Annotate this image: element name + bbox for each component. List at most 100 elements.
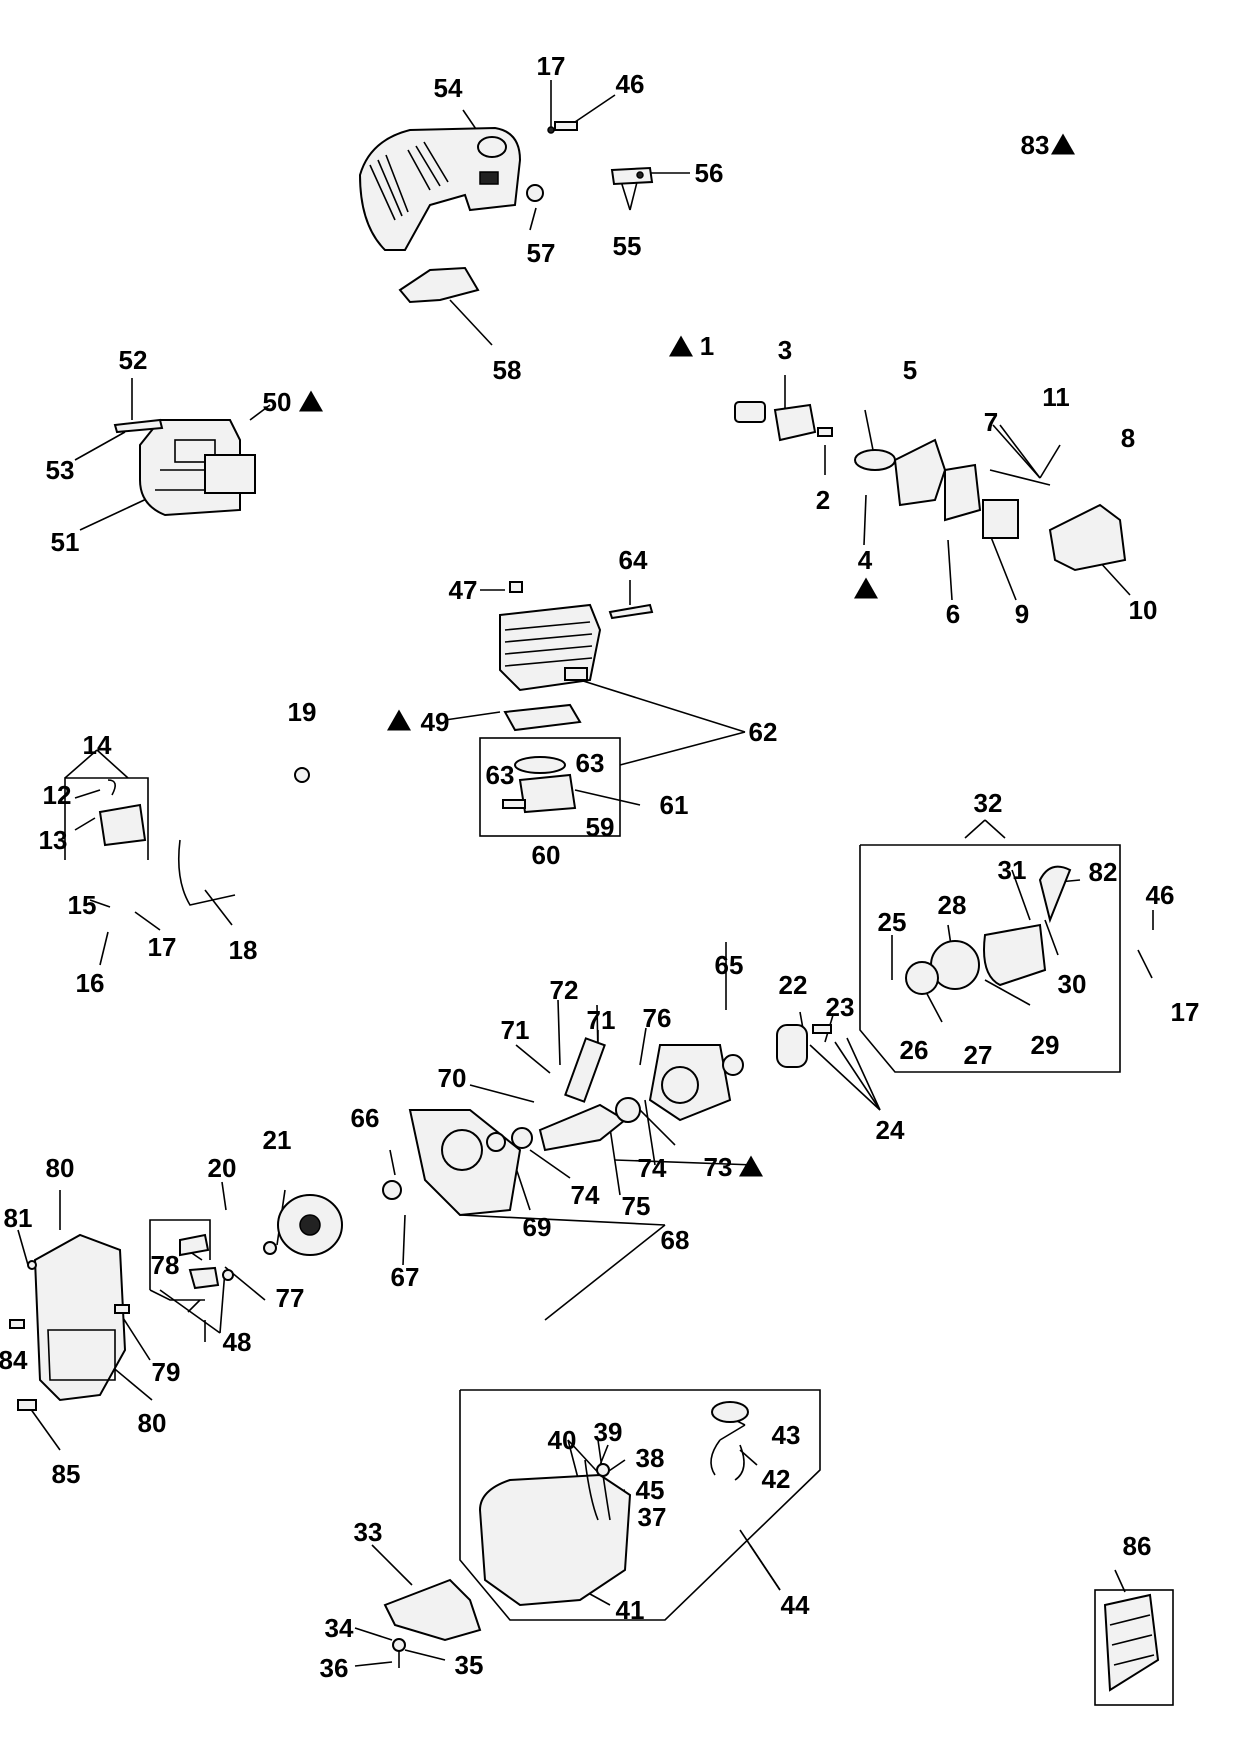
- callout-19: 19: [287, 697, 317, 727]
- callout-60: 60: [531, 840, 561, 870]
- callout-52: 52: [118, 345, 148, 375]
- callout-79: 79: [151, 1357, 181, 1387]
- callout-53: 53: [45, 455, 75, 485]
- callout-69: 69: [522, 1212, 552, 1242]
- callout-32: 32: [973, 788, 1003, 818]
- callout-20: 20: [207, 1153, 237, 1183]
- callout-45: 45: [635, 1475, 665, 1505]
- callout-36: 36: [319, 1653, 349, 1683]
- callout-14: 14: [82, 730, 112, 760]
- callout-59: 59: [585, 812, 615, 842]
- callout-27: 27: [963, 1040, 993, 1070]
- callout-73: 73: [703, 1152, 733, 1182]
- screw-top-part: [547, 121, 578, 134]
- guard-33-part: [383, 1578, 482, 1642]
- callout-10: 10: [1128, 595, 1158, 625]
- callout-22: 22: [778, 970, 808, 1000]
- bracket-55-part: [610, 166, 654, 186]
- callout-85: 85: [51, 1459, 81, 1489]
- callout-33: 33: [353, 1517, 383, 1547]
- callout-34: 34: [324, 1613, 354, 1643]
- callout-80-bottom: 80: [137, 1408, 167, 1438]
- callout-46-right: 46: [1145, 880, 1175, 910]
- triangle-marker-icon: [1051, 133, 1075, 155]
- callout-63-left: 63: [485, 760, 515, 790]
- callout-21: 21: [262, 1125, 292, 1155]
- callout-28: 28: [937, 890, 967, 920]
- callout-75: 75: [621, 1191, 651, 1221]
- callout-80-top: 80: [45, 1153, 75, 1183]
- callout-17-ignition: 17: [147, 932, 177, 962]
- callout-25: 25: [877, 907, 907, 937]
- engine-cover-part: [358, 126, 522, 251]
- callout-74-left: 74: [570, 1180, 600, 1210]
- callout-83: 83: [1020, 130, 1050, 160]
- callout-51: 51: [50, 527, 80, 557]
- callout-70: 70: [437, 1063, 467, 1093]
- callout-49: 49: [420, 707, 450, 737]
- callout-7: 7: [983, 407, 999, 437]
- callout-43: 43: [771, 1420, 801, 1450]
- callout-3: 3: [777, 335, 793, 365]
- callout-50: 50: [262, 387, 292, 417]
- callout-71-right: 71: [586, 1005, 616, 1035]
- triangle-marker-icon: [739, 1155, 763, 1177]
- callout-84: 84: [0, 1345, 28, 1375]
- callout-16: 16: [75, 968, 105, 998]
- callout-4: 4: [857, 545, 873, 575]
- callout-39: 39: [593, 1417, 623, 1447]
- tank-kit-frame: [459, 1389, 821, 1621]
- callout-42: 42: [761, 1464, 791, 1494]
- callout-81: 81: [3, 1203, 33, 1233]
- callout-62: 62: [748, 717, 778, 747]
- callout-74-right: 74: [637, 1153, 667, 1183]
- callout-47: 47: [448, 575, 478, 605]
- callout-56: 56: [694, 158, 724, 188]
- crankcase-part: [382, 1024, 832, 1217]
- callout-65: 65: [714, 950, 744, 980]
- callout-54: 54: [433, 73, 463, 103]
- callout-46: 46: [615, 69, 645, 99]
- callout-29: 29: [1030, 1030, 1060, 1060]
- screw-34-part: [392, 1638, 406, 1668]
- callout-71-left: 71: [500, 1015, 530, 1045]
- callout-24: 24: [875, 1115, 905, 1145]
- callout-12: 12: [42, 780, 72, 810]
- triangle-marker-icon: [669, 335, 693, 357]
- callout-1: 1: [699, 331, 715, 361]
- callout-23: 23: [825, 992, 855, 1022]
- callout-82: 82: [1088, 857, 1118, 887]
- callout-66: 66: [350, 1103, 380, 1133]
- callout-67: 67: [390, 1262, 420, 1292]
- ignition-kit-frame: [64, 777, 149, 860]
- callout-58: 58: [492, 355, 522, 385]
- callout-26: 26: [899, 1035, 929, 1065]
- callout-35: 35: [454, 1650, 484, 1680]
- callout-55: 55: [612, 231, 642, 261]
- triangle-marker-icon: [387, 709, 411, 731]
- callout-64: 64: [618, 545, 648, 575]
- leader-lines: [17, 80, 1154, 1667]
- triangle-marker-icon: [854, 577, 878, 599]
- callout-41: 41: [615, 1595, 645, 1625]
- nut-57-part: [526, 184, 544, 202]
- callout-15: 15: [67, 890, 97, 920]
- callout-57: 57: [526, 238, 556, 268]
- callout-17-right: 17: [1170, 997, 1200, 1027]
- callout-31: 31: [997, 855, 1027, 885]
- callout-13: 13: [38, 825, 68, 855]
- callout-72: 72: [549, 975, 579, 1005]
- decal-86-part: [1103, 1593, 1160, 1692]
- callout-8: 8: [1120, 423, 1136, 453]
- callout-48: 48: [222, 1327, 252, 1357]
- carburetor-group-part: [734, 401, 1127, 572]
- callout-40: 40: [547, 1425, 577, 1455]
- fan-housing-part: [9, 1233, 130, 1411]
- starter-part: [905, 865, 1072, 995]
- callout-63-right: 63: [575, 748, 605, 778]
- callout-9: 9: [1014, 599, 1030, 629]
- callout-2: 2: [815, 485, 831, 515]
- piston-part: [502, 756, 577, 814]
- callout-68: 68: [660, 1225, 690, 1255]
